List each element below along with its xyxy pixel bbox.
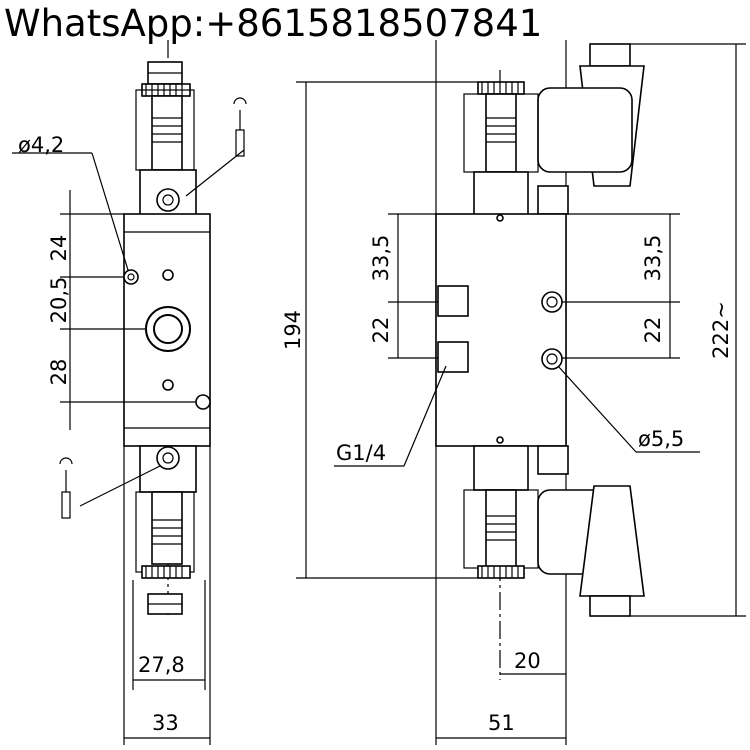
left-hole-upper (162, 269, 174, 281)
label-20: 20 (514, 649, 541, 673)
left-top-override-screw (156, 188, 180, 212)
label-33: 33 (152, 711, 179, 735)
left-bottom-override-screw (156, 446, 180, 470)
left-top-solenoid-tube (151, 95, 183, 171)
label-thread: G1/4 (336, 441, 386, 465)
right-hole-upper (541, 291, 563, 313)
screwdriver-icon (59, 457, 73, 519)
right-bottom-tube (485, 489, 517, 569)
label-27-8: 27,8 (138, 653, 185, 677)
left-side-hole-2 (195, 394, 211, 410)
right-hole-lower (541, 348, 563, 370)
right-top-tube (485, 93, 517, 173)
right-top-coil (537, 87, 633, 173)
right-view (296, 40, 746, 745)
label-hole-large: ø5,5 (638, 427, 684, 451)
label-28: 28 (47, 359, 71, 386)
right-main-body (435, 213, 567, 447)
right-bottom-ring (477, 565, 525, 579)
right-fitting-upper (437, 285, 469, 317)
right-bottom-connector-nut (589, 595, 631, 617)
label-22-right: 22 (641, 317, 665, 344)
left-view (12, 40, 247, 745)
contact-watermark: WhatsApp:+8615818507841 (4, 2, 543, 45)
label-24: 24 (47, 235, 71, 262)
label-hole-small: ø4,2 (18, 133, 64, 157)
left-bottom-ring (141, 565, 191, 579)
right-top-ring (477, 81, 525, 95)
label-222: 222~ (709, 301, 733, 359)
label-51: 51 (488, 711, 515, 735)
right-bottom-plug (537, 445, 569, 475)
right-top-connector-nut (589, 43, 631, 67)
right-fitting-lower (437, 341, 469, 373)
label-33-5-left: 33,5 (369, 235, 393, 282)
left-main-body (123, 213, 211, 447)
left-side-hole (123, 269, 139, 285)
right-top-plug (537, 185, 569, 215)
label-20-5: 20,5 (47, 277, 71, 324)
right-top-adapter (473, 171, 529, 217)
label-22-left: 22 (369, 317, 393, 344)
left-hole-lower (162, 379, 174, 391)
label-194: 194 (281, 310, 305, 350)
screwdriver-icon (233, 97, 247, 157)
right-bottom-adapter (473, 445, 529, 491)
label-33-5-right: 33,5 (641, 235, 665, 282)
